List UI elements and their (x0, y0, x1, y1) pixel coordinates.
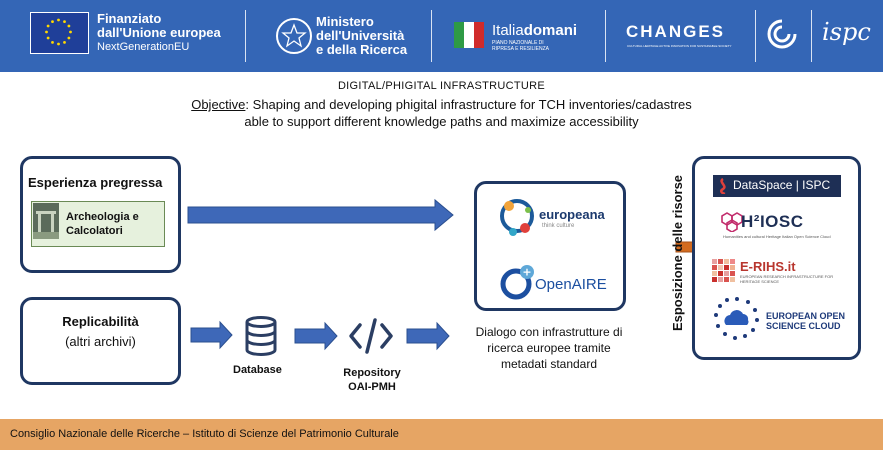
italia-b: domani (523, 22, 578, 39)
archeo-line2: Calcolatori (66, 225, 123, 237)
repo-line1: Repository (343, 367, 401, 379)
dataspace-logo (713, 175, 841, 197)
replicability-sub: (altri archivi) (65, 334, 136, 349)
arrow-experience-to-eu (187, 198, 454, 232)
svg-text:+: + (522, 266, 531, 279)
erihs-label: E-RIHS.it (740, 259, 796, 274)
changes-sub: CULTURAL HERITAGE ACTIVE INNOVATION FOR … (627, 44, 732, 48)
europeana-name: europeana (539, 207, 605, 222)
objective-line1: : Shaping and developing phigital infras… (245, 97, 692, 112)
header-banner (0, 0, 883, 72)
dialog-line1: Dialogo con infrastrutture di (475, 325, 623, 339)
italia-a: Italia (492, 22, 524, 39)
erihs-sub: EUROPEAN RESEARCH INFRASTRUCTURE FOR HER… (740, 274, 834, 284)
code-icon (348, 316, 394, 361)
ministry-line3: e della Ricerca (316, 42, 408, 57)
experience-title: Esperienza pregressa (28, 175, 163, 190)
europeana-sub: think culture (542, 223, 575, 229)
banner-divider (245, 10, 246, 62)
footer-bar (0, 419, 883, 450)
italia-domani-title: Italiadomani (492, 22, 577, 39)
arrow-to-dialog (406, 321, 450, 351)
dialog-line2: ricerca europee tramite (487, 341, 611, 355)
objective-line2: able to support different knowledge path… (244, 114, 639, 129)
banner-divider (811, 10, 812, 62)
eosc-line1: EUROPEAN OPEN (766, 311, 846, 321)
resources-vertical-label: Esposizione delle risorse (670, 174, 685, 332)
arrow-to-repository (294, 321, 338, 351)
replicability-title: Replicabilità (62, 314, 139, 329)
repository-label: Repository OAI-PMH (322, 366, 422, 394)
ispc-logo: ispc (822, 18, 871, 46)
eu-sub: NextGenerationEU (97, 41, 190, 53)
banner-divider (755, 10, 756, 62)
eu-title-line1: Finanziato (97, 11, 162, 26)
dialog-text: Dialogo con infrastrutture di ricerca eu… (454, 324, 644, 372)
ministry-emblem-icon (276, 18, 312, 54)
banner-divider (605, 10, 606, 62)
eu-title-line2: dall'Unione europea (97, 25, 221, 40)
banner-divider (431, 10, 432, 62)
arrow-to-database (190, 320, 233, 350)
archeologia-photo (33, 203, 59, 239)
archeologia-label: Archeologia e Calcolatori (66, 210, 139, 238)
italia-flag-icon (452, 18, 488, 50)
dataspace-label: DataSpace | ISPC (733, 178, 831, 192)
cnr-logo-icon (766, 18, 798, 50)
eu-flag-icon (30, 12, 89, 54)
italia-sub: PIANO NAZIONALE DI RIPRESA E RESILIENZA (492, 40, 549, 52)
eu-funding-text: Finanziato dall'Unione europea NextGener… (97, 12, 221, 54)
eosc-stars-cloud-icon (712, 295, 762, 346)
objective-text: Objective: Shaping and developing phigit… (0, 96, 883, 130)
erihs-grid-icon (712, 259, 736, 288)
section-title: DIGITAL/PHIGITAL INFRASTRUCTURE (337, 80, 546, 92)
h2iosc-label: H²IOSC (741, 212, 804, 231)
database-icon (244, 316, 278, 361)
ministry-text: Ministero dell'Università e della Ricerc… (316, 15, 407, 57)
openaire-logo-icon: + (498, 262, 538, 307)
ministry-line2: dell'Università (316, 28, 405, 43)
h2iosc-hex-icon (721, 212, 743, 237)
eu-infrastructure-box (474, 181, 626, 311)
database-label: Database (233, 364, 282, 376)
archeo-line1: Archeologia e (66, 211, 139, 223)
changes-logo: CHANGES (626, 22, 726, 41)
eosc-label: EUROPEAN OPEN SCIENCE CLOUD (766, 311, 850, 331)
h2iosc-sub: Humanities and cultural Heritage Italian… (723, 234, 831, 239)
openaire-name: OpenAIRE (535, 276, 607, 293)
europeana-logo-icon (497, 196, 537, 245)
replicability-box (20, 297, 181, 385)
repo-line2: OAI-PMH (348, 381, 396, 393)
objective-label: Objective (191, 97, 246, 112)
ministry-line1: Ministero (316, 14, 374, 29)
eosc-line2: SCIENCE CLOUD (766, 321, 841, 331)
dataspace-icon (719, 178, 726, 194)
dialog-line3: metadati standard (500, 357, 598, 371)
footer-text: Consiglio Nazionale delle Ricerche – Ist… (10, 428, 399, 440)
